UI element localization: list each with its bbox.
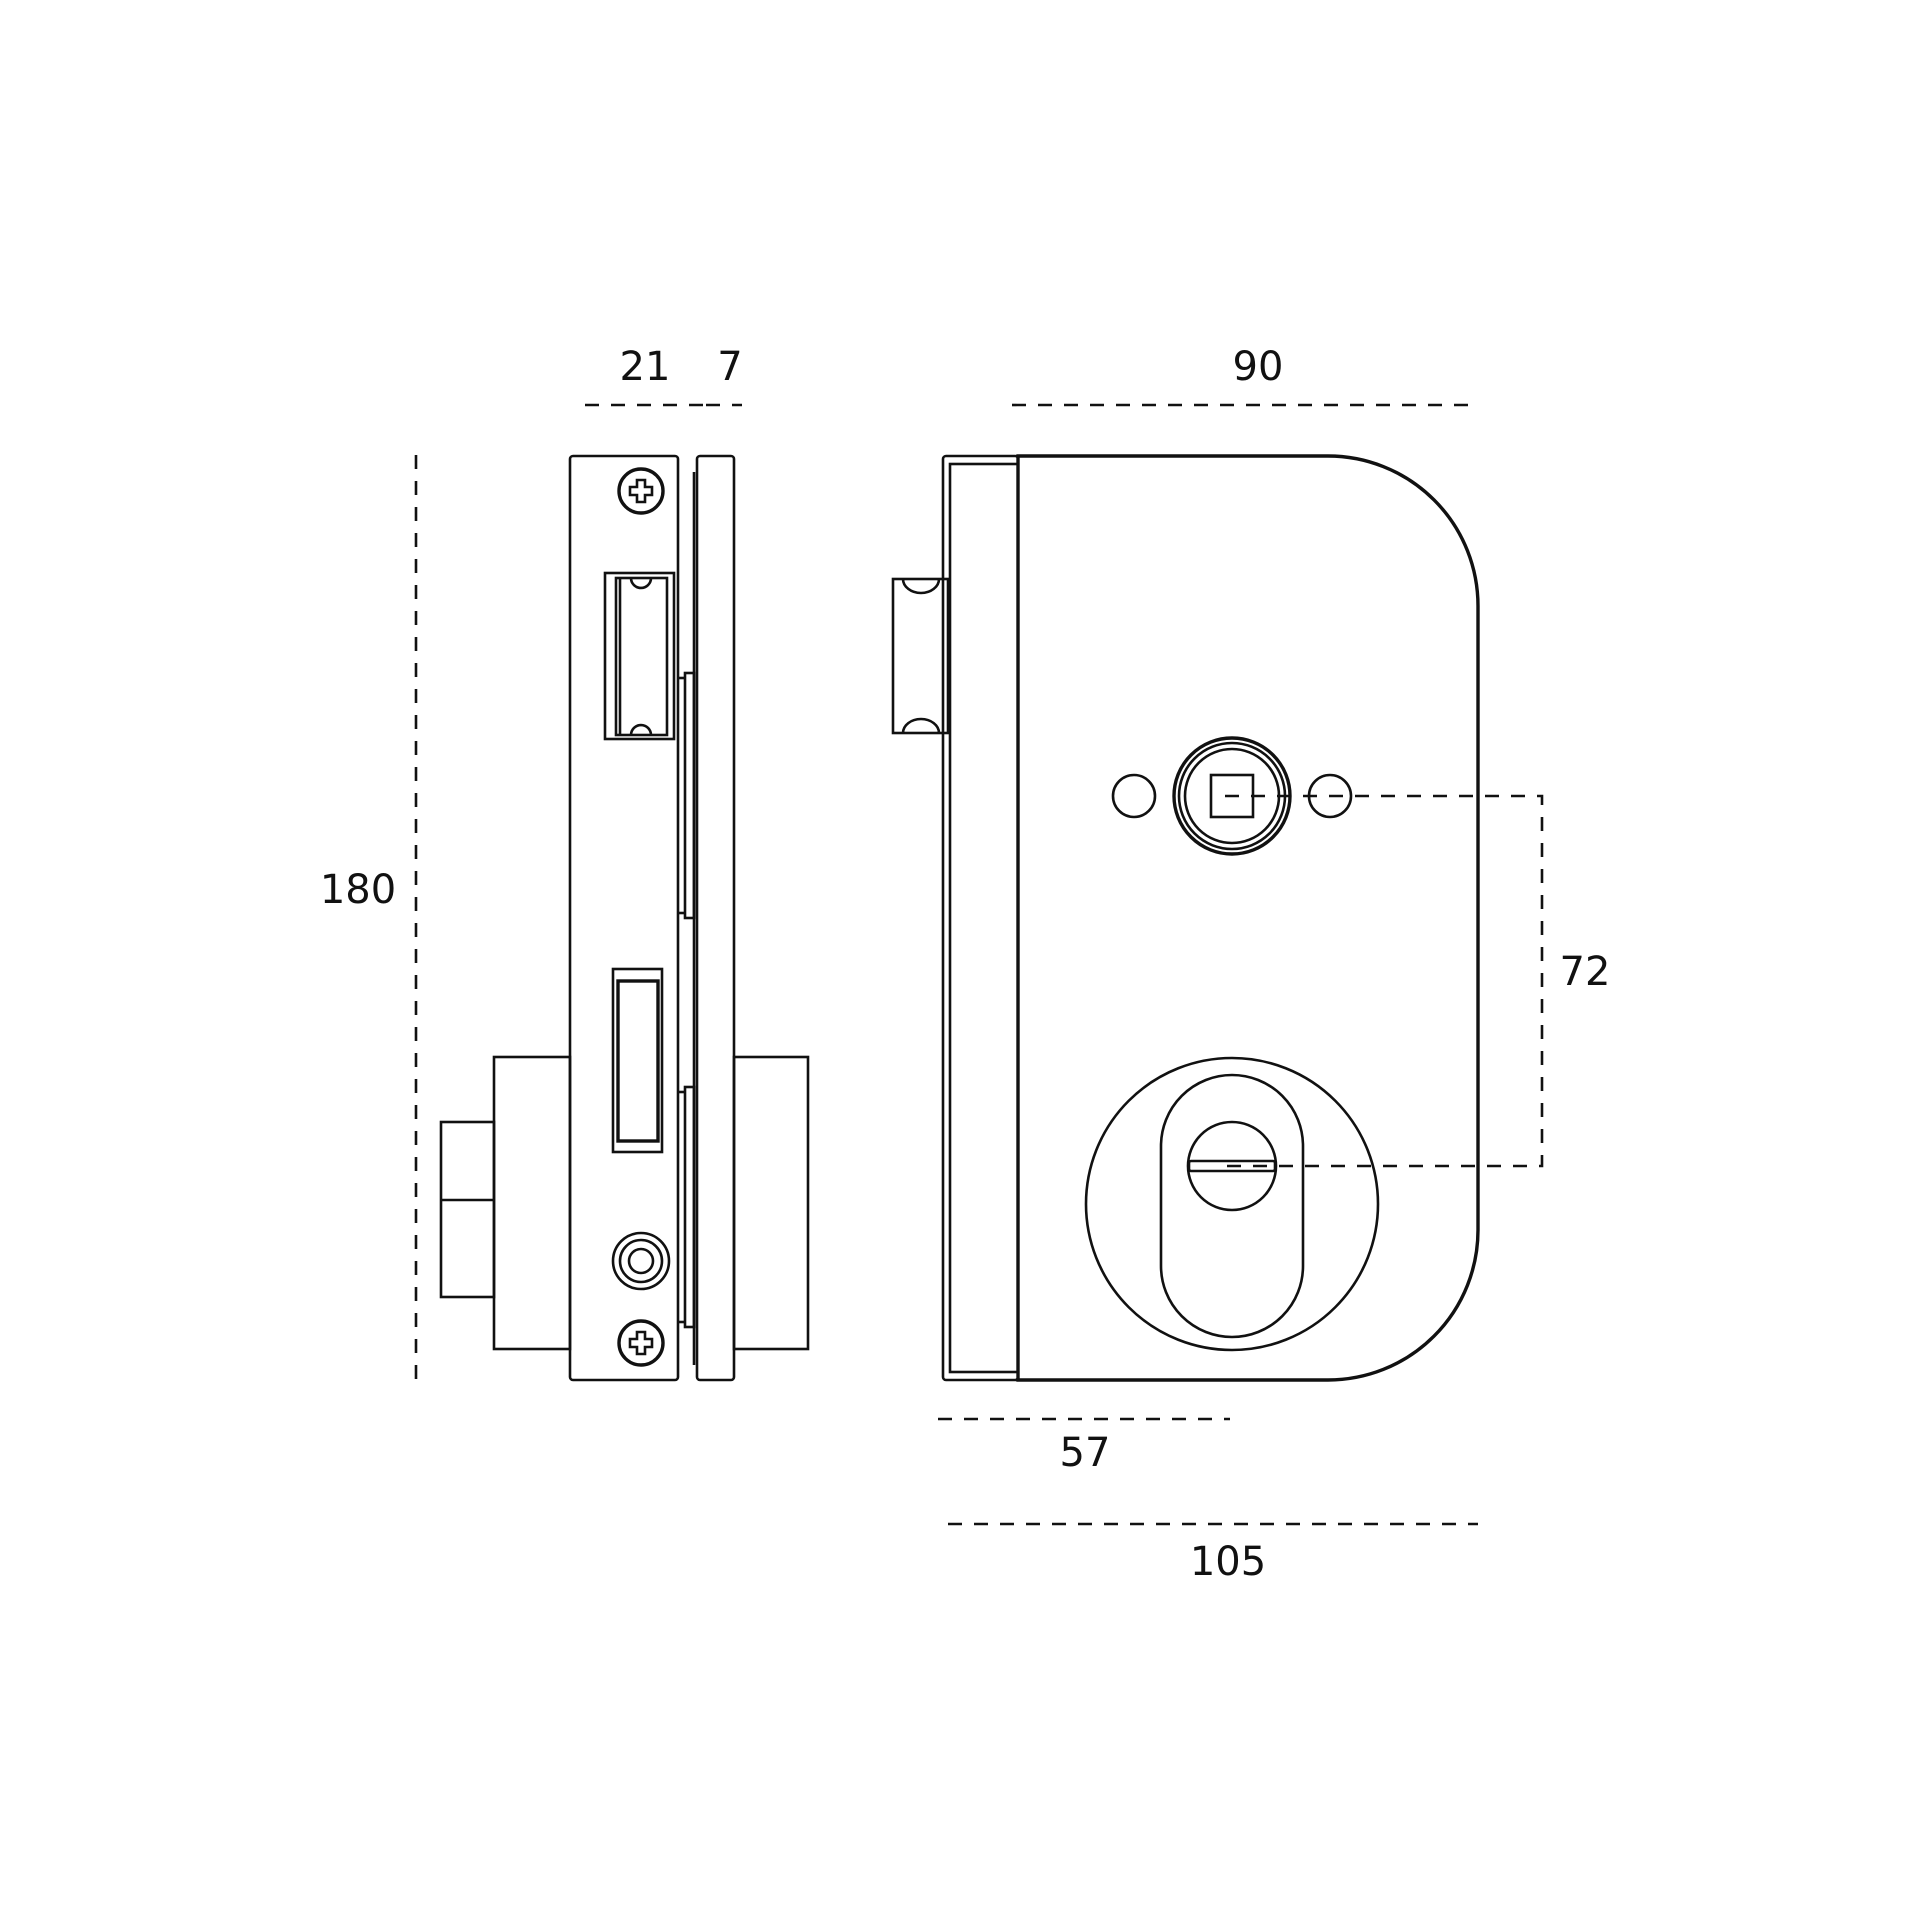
- bottom-screw-icon: [617, 1319, 665, 1367]
- front-lock-body: [1016, 454, 1480, 1382]
- dim-label-105: 105: [1190, 1539, 1266, 1585]
- dim-label-21: 21: [620, 344, 671, 390]
- front-latch: [891, 577, 950, 735]
- dimension-lines: [414, 403, 1544, 1526]
- dim-line-72: [1225, 794, 1544, 1168]
- front-edge-strip: [941, 454, 1020, 1382]
- side-latch: [603, 571, 676, 741]
- dim-label-7: 7: [717, 344, 742, 390]
- side-gasket-upper: [683, 671, 696, 920]
- top-screw-icon: [617, 467, 665, 515]
- dim-label-90: 90: [1233, 344, 1284, 390]
- fixing-hole-right: [1307, 773, 1353, 819]
- side-knob-block: [439, 1120, 496, 1299]
- dim-label-72: 72: [1560, 949, 1611, 995]
- keyhole-slot-icon: [1187, 1159, 1277, 1173]
- side-rose-block: [492, 1055, 572, 1351]
- side-knob-circle: [611, 1231, 671, 1291]
- side-gasket-lower: [683, 1085, 696, 1329]
- fixing-hole-left: [1111, 773, 1157, 819]
- front-view: [891, 454, 1480, 1382]
- side-view: [439, 454, 810, 1382]
- spindle-rose: [1172, 736, 1292, 856]
- side-glass-plate: [695, 454, 736, 1382]
- dim-label-180: 180: [320, 867, 396, 913]
- side-rose-right: [732, 1055, 810, 1351]
- spindle-square-icon: [1209, 773, 1255, 819]
- side-faceplate: [568, 454, 680, 1382]
- cylinder-escutcheon: [1084, 1056, 1380, 1352]
- dim-label-57: 57: [1060, 1430, 1111, 1476]
- side-deadbolt: [611, 967, 664, 1154]
